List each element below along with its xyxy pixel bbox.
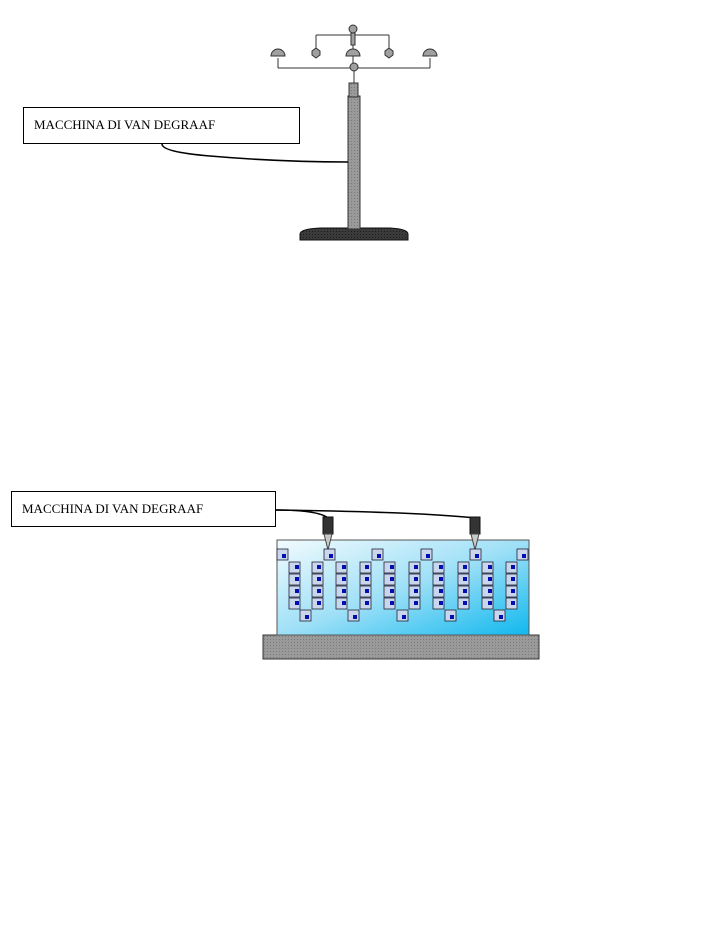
top-label-box: MACCHINA DI VAN DEGRAAF — [23, 107, 300, 144]
u-cell — [288, 597, 301, 610]
u-cell — [481, 573, 494, 586]
cell-charge-dot — [342, 577, 346, 581]
cell-charge-dot — [450, 615, 454, 619]
cell-charge-dot — [365, 577, 369, 581]
top-label-text: MACCHINA DI VAN DEGRAAF — [34, 117, 216, 132]
cell-charge-dot — [295, 601, 299, 605]
cell-charge-dot — [390, 577, 394, 581]
cell-charge-dot — [390, 589, 394, 593]
u-cell — [432, 561, 445, 574]
stand-base — [299, 227, 409, 241]
cell-charge-dot — [463, 577, 467, 581]
bottom-label-box: MACCHINA DI VAN DEGRAAF — [11, 491, 276, 527]
u-cell — [383, 573, 396, 586]
cell-charge-dot — [439, 577, 443, 581]
wire-to-right-electrode — [275, 509, 476, 519]
cell-charge-dot — [282, 554, 286, 558]
cell-charge-dot — [317, 589, 321, 593]
cell-charge-dot — [511, 601, 515, 605]
u-cell — [432, 573, 445, 586]
cell-charge-dot — [414, 589, 418, 593]
u-cell — [288, 561, 301, 574]
top-knob-post — [350, 32, 356, 46]
cell-charge-dot — [365, 589, 369, 593]
top-connector-wire — [161, 143, 349, 163]
u-cell — [335, 597, 348, 610]
u-cell — [383, 561, 396, 574]
electrode-cap-left — [270, 48, 286, 57]
u-cell — [481, 597, 494, 610]
cell-charge-dot — [439, 565, 443, 569]
cell-charge-dot — [414, 577, 418, 581]
cell-charge-dot — [342, 601, 346, 605]
bottom-label-text: MACCHINA DI VAN DEGRAAF — [22, 501, 204, 516]
cell-charge-dot — [295, 577, 299, 581]
cell-charge-dot — [353, 615, 357, 619]
cell-charge-dot — [390, 601, 394, 605]
electrode-cap-center — [345, 48, 361, 57]
top-knob — [348, 24, 358, 34]
cell-charge-dot — [463, 589, 467, 593]
u-cell — [481, 561, 494, 574]
cell-charge-dot — [390, 565, 394, 569]
u-cell — [335, 573, 348, 586]
bottom-figure — [262, 509, 540, 660]
cell-charge-dot — [295, 589, 299, 593]
cell-charge-dot — [511, 577, 515, 581]
cell-charge-dot — [439, 589, 443, 593]
cell-charge-dot — [463, 565, 467, 569]
electrode-right — [469, 516, 481, 551]
cell-charge-dot — [511, 589, 515, 593]
tray-base — [262, 634, 540, 660]
top-figure — [161, 24, 438, 241]
u-cell — [288, 585, 301, 598]
cell-charge-dot — [317, 565, 321, 569]
cell-charge-dot — [439, 601, 443, 605]
u-cell — [432, 597, 445, 610]
cell-charge-dot — [522, 554, 526, 558]
cell-charge-dot — [488, 565, 492, 569]
cell-charge-dot — [488, 589, 492, 593]
u-cell — [383, 585, 396, 598]
cell-charge-dot — [365, 601, 369, 605]
cell-charge-dot — [499, 615, 503, 619]
cell-charge-dot — [475, 554, 479, 558]
hub-knob — [349, 62, 359, 72]
cell-charge-dot — [488, 601, 492, 605]
u-cell — [335, 585, 348, 598]
u-cell-chain — [276, 548, 529, 622]
cell-charge-dot — [377, 554, 381, 558]
cell-charge-dot — [414, 601, 418, 605]
cell-charge-dot — [342, 565, 346, 569]
cell-charge-dot — [329, 554, 333, 558]
u-cell — [288, 573, 301, 586]
cell-charge-dot — [317, 577, 321, 581]
cell-charge-dot — [305, 615, 309, 619]
cell-charge-dot — [511, 565, 515, 569]
u-cell — [383, 597, 396, 610]
cell-charge-dot — [426, 554, 430, 558]
stand-column-cap — [348, 82, 359, 98]
cell-charge-dot — [295, 565, 299, 569]
cell-charge-dot — [414, 565, 418, 569]
electrode-cap-right — [422, 48, 438, 57]
stand-column — [347, 95, 361, 230]
cell-charge-dot — [342, 589, 346, 593]
knob-inner-left — [311, 47, 321, 59]
cell-charge-dot — [488, 577, 492, 581]
cell-charge-dot — [317, 601, 321, 605]
cell-charge-dot — [463, 601, 467, 605]
electrode-left — [322, 516, 334, 551]
knob-inner-right — [384, 47, 394, 59]
cell-charge-dot — [402, 615, 406, 619]
u-cell — [432, 585, 445, 598]
u-cell — [335, 561, 348, 574]
u-cell — [481, 585, 494, 598]
cell-charge-dot — [365, 565, 369, 569]
